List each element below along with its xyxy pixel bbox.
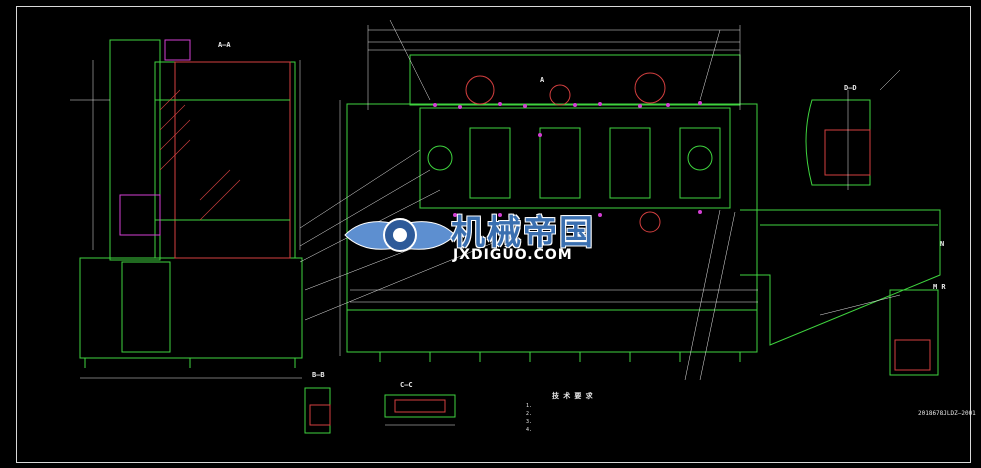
tech-note-1: 1. bbox=[526, 403, 533, 409]
left-top-cap bbox=[164, 39, 191, 61]
cc-section bbox=[394, 399, 446, 413]
watermark-logo bbox=[344, 218, 456, 252]
cc-outline bbox=[384, 394, 456, 418]
tech-note-2: 2. bbox=[526, 411, 533, 417]
main-dimensions bbox=[339, 25, 758, 356]
left-housing-inner bbox=[174, 61, 291, 259]
window-1 bbox=[469, 127, 511, 199]
left-section-view bbox=[79, 39, 303, 368]
gear-boss-2 bbox=[549, 84, 571, 106]
watermark-zh: 机械帝国 bbox=[451, 213, 595, 253]
section-label-mr: M R bbox=[933, 283, 946, 291]
watermark: 机械帝国 JXDIGUO.COM bbox=[343, 205, 643, 267]
left-shaft-body bbox=[109, 39, 161, 261]
leader-lines bbox=[299, 19, 901, 381]
gear-boss-3 bbox=[634, 72, 666, 104]
drawing-border bbox=[16, 6, 971, 463]
right-support bbox=[889, 289, 939, 376]
hole-left bbox=[427, 145, 453, 171]
beam-outline bbox=[740, 209, 941, 346]
section-label-n: N bbox=[940, 240, 945, 248]
gear-boss-lower bbox=[639, 211, 661, 233]
right-beam bbox=[740, 209, 941, 376]
dd-outline bbox=[805, 99, 871, 186]
window-3 bbox=[609, 127, 651, 199]
main-cavity bbox=[419, 107, 731, 209]
main-bolt-markers bbox=[433, 101, 702, 217]
left-hatching bbox=[159, 89, 241, 221]
main-outline bbox=[346, 103, 758, 353]
watermark-en: JXDIGUO.COM bbox=[453, 247, 573, 263]
section-label-aa: A—A bbox=[218, 41, 231, 49]
tech-requirements-title: 技 术 要 求 bbox=[552, 392, 593, 400]
left-bearing bbox=[119, 194, 161, 236]
gear-boss-1 bbox=[465, 75, 495, 105]
section-label-cc: C—C bbox=[400, 381, 413, 389]
left-housing bbox=[154, 61, 296, 259]
section-label-bb: B—B bbox=[312, 371, 325, 379]
dd-section bbox=[824, 129, 871, 176]
left-base bbox=[79, 257, 303, 359]
bb-outline bbox=[304, 387, 331, 434]
drawing-number: 2018678JLDZ—2001 bbox=[918, 410, 976, 417]
detail-dd bbox=[805, 90, 871, 190]
detail-bb bbox=[304, 387, 331, 434]
left-bracket bbox=[121, 261, 171, 353]
tech-note-3: 3. bbox=[526, 419, 533, 425]
section-label-dd: D—D bbox=[844, 84, 857, 92]
tech-notes: 1. 2. 3. 4. bbox=[526, 402, 666, 434]
window-4 bbox=[679, 127, 721, 199]
right-support-block bbox=[894, 339, 931, 371]
tech-note-4: 4. bbox=[526, 427, 533, 433]
window-2 bbox=[539, 127, 581, 199]
left-dimensions bbox=[70, 60, 302, 379]
bb-section bbox=[309, 404, 331, 426]
hole-right bbox=[687, 145, 713, 171]
section-label-a: A bbox=[540, 76, 545, 84]
main-front-view bbox=[346, 54, 758, 353]
main-top-block bbox=[409, 54, 741, 106]
main-feet bbox=[379, 352, 741, 362]
detail-cc bbox=[384, 394, 456, 426]
